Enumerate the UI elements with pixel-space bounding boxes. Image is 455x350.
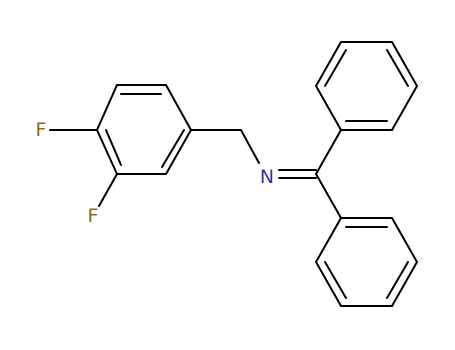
bond — [315, 217, 342, 263]
bond-c-upper-phenyl — [315, 129, 342, 175]
bond — [391, 41, 418, 87]
bond-ch2-n — [240, 129, 260, 164]
bond — [96, 84, 118, 131]
upper-phenyl-ring — [315, 41, 418, 131]
bond — [165, 84, 192, 131]
bond — [105, 129, 122, 166]
bond-c-lower-phenyl — [315, 173, 342, 219]
difluorophenyl-ring — [96, 84, 192, 175]
bond — [391, 261, 418, 307]
fluorine-atom-label: F — [88, 205, 99, 227]
bond — [324, 49, 347, 87]
bond — [315, 85, 342, 131]
bond — [324, 261, 347, 299]
bond — [391, 85, 418, 131]
fluorine-atom-label: F — [36, 119, 47, 141]
bond — [391, 217, 418, 263]
bond — [165, 129, 192, 175]
bond-c-f-bottom — [98, 173, 118, 207]
bond — [315, 41, 342, 87]
bond — [386, 261, 409, 299]
bond — [96, 129, 118, 175]
lower-phenyl-ring — [315, 217, 418, 307]
nitrogen-atom-label: N — [260, 166, 274, 188]
bond — [161, 129, 185, 168]
bond — [386, 49, 409, 87]
bond — [315, 261, 342, 307]
